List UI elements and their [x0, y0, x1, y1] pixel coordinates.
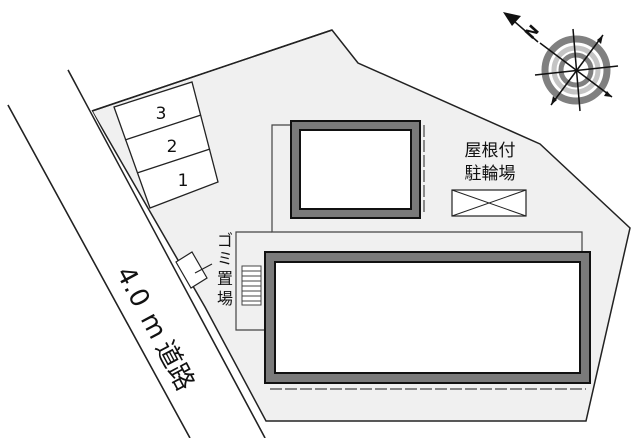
garbage-area: ゴ ミ 置 場: [175, 231, 233, 308]
bicycle-parking: 屋根付 駐輪場: [451, 141, 527, 217]
north-label: N: [521, 21, 543, 42]
bicycle-parking-label-1: 屋根付: [465, 141, 516, 161]
parking-area: 3 2 1: [113, 81, 219, 209]
garbage-label-1: ゴ: [217, 231, 233, 250]
compass-icon: N: [503, 12, 619, 112]
parking-space-2: 2: [167, 137, 178, 157]
garbage-label-2: ミ: [217, 249, 233, 268]
parking-space-1: 1: [178, 171, 189, 191]
building-large: [264, 251, 591, 390]
building-small: [290, 120, 425, 219]
bicycle-parking-label-2: 駐輪場: [465, 164, 516, 184]
garbage-label-3: 置: [217, 269, 233, 288]
parking-space-3: 3: [156, 104, 167, 124]
stairs-icon: [241, 265, 262, 306]
garbage-label-4: 場: [217, 289, 233, 308]
